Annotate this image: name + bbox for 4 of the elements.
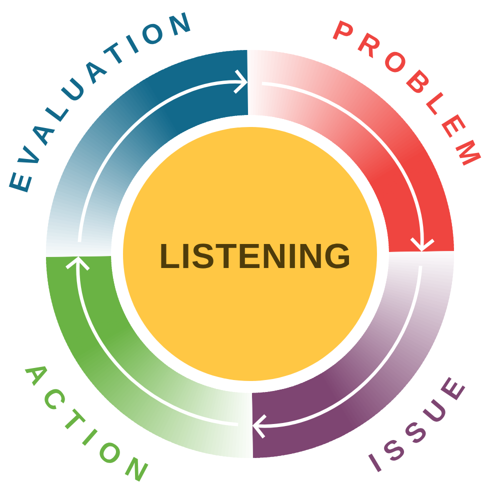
curved-arrow xyxy=(66,256,238,426)
curved-arrow xyxy=(78,70,248,242)
curved-arrow xyxy=(262,82,434,252)
curved-arrow xyxy=(252,266,422,438)
